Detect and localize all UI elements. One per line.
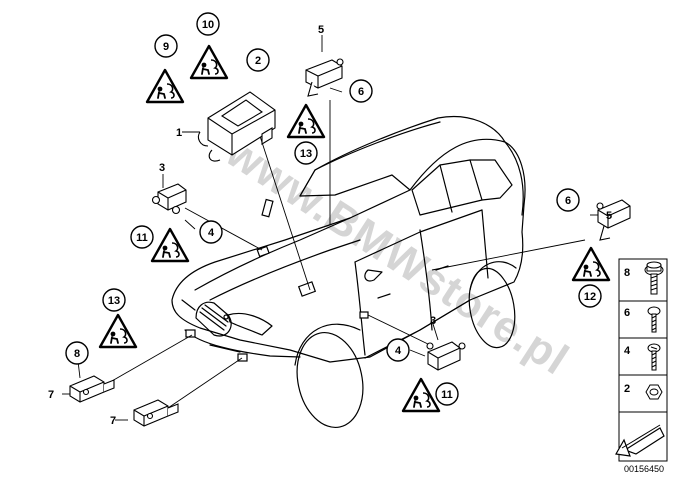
circled-callout-numbers: 9 10 2 6 13 4 11 6 12 13 8 4 11 [74, 19, 596, 401]
callout-13-bottom: 13 [108, 295, 120, 307]
airbag-warning-triangle-icon [145, 68, 185, 104]
airbag-warning-triangle-icon [401, 377, 441, 413]
screw-icon [647, 306, 661, 333]
circled-callouts [65, 12, 602, 406]
screw-icon [647, 343, 661, 371]
callout-5-top: 5 [318, 24, 324, 36]
callout-8: 8 [74, 348, 80, 360]
callout-12: 12 [584, 291, 596, 303]
legend-number-2: 2 [624, 383, 630, 395]
side-airbag-sensor-top [305, 58, 344, 97]
front-sensor-upper [69, 375, 115, 403]
legend-number-6: 6 [624, 307, 630, 319]
direction-arrow-icon [615, 424, 665, 457]
front-sensor-lower [133, 399, 179, 427]
callout-3-right: 3 [430, 315, 436, 327]
bolt-with-washer-icon [644, 261, 664, 295]
impact-sensor-side [426, 341, 466, 371]
callout-9: 9 [163, 41, 169, 53]
callout-3-left: 3 [159, 162, 165, 174]
callout-2: 2 [255, 55, 261, 67]
legend-number-8: 8 [624, 267, 630, 279]
airbag-warning-triangle-icon [150, 227, 190, 263]
hex-nut-icon [645, 384, 663, 400]
callout-10: 10 [202, 19, 214, 31]
callout-13-top: 13 [300, 148, 312, 160]
callout-11-right: 11 [441, 389, 453, 401]
callout-5-right: 5 [606, 210, 612, 222]
impact-sensor-front [151, 183, 187, 215]
callout-4-right: 4 [395, 345, 402, 357]
callout-6-right: 6 [565, 195, 571, 207]
leader-lines [62, 35, 602, 421]
airbag-warning-triangle-icon [189, 44, 229, 80]
side-airbag-sensor-right [596, 199, 631, 241]
diagram-id: 00156450 [624, 464, 664, 474]
parts-legend: 8 6 4 2 [615, 258, 668, 462]
airbag-control-unit [197, 91, 276, 162]
callout-7-upper: 7 [48, 389, 54, 401]
callout-11-left: 11 [136, 232, 148, 244]
legend-number-4: 4 [624, 345, 631, 357]
callout-6-top: 6 [358, 86, 364, 98]
airbag-warning-triangle-icon [571, 246, 611, 282]
airbag-warning-triangle-icon [98, 313, 138, 349]
airbag-warning-triangle-icon [286, 103, 326, 139]
car-sensor-markers [185, 198, 369, 362]
plain-callouts: 1 5 3 5 3 7 7 [48, 24, 612, 427]
callout-4-left: 4 [208, 227, 215, 239]
callout-7-lower: 7 [110, 415, 116, 427]
callout-1: 1 [176, 127, 182, 139]
